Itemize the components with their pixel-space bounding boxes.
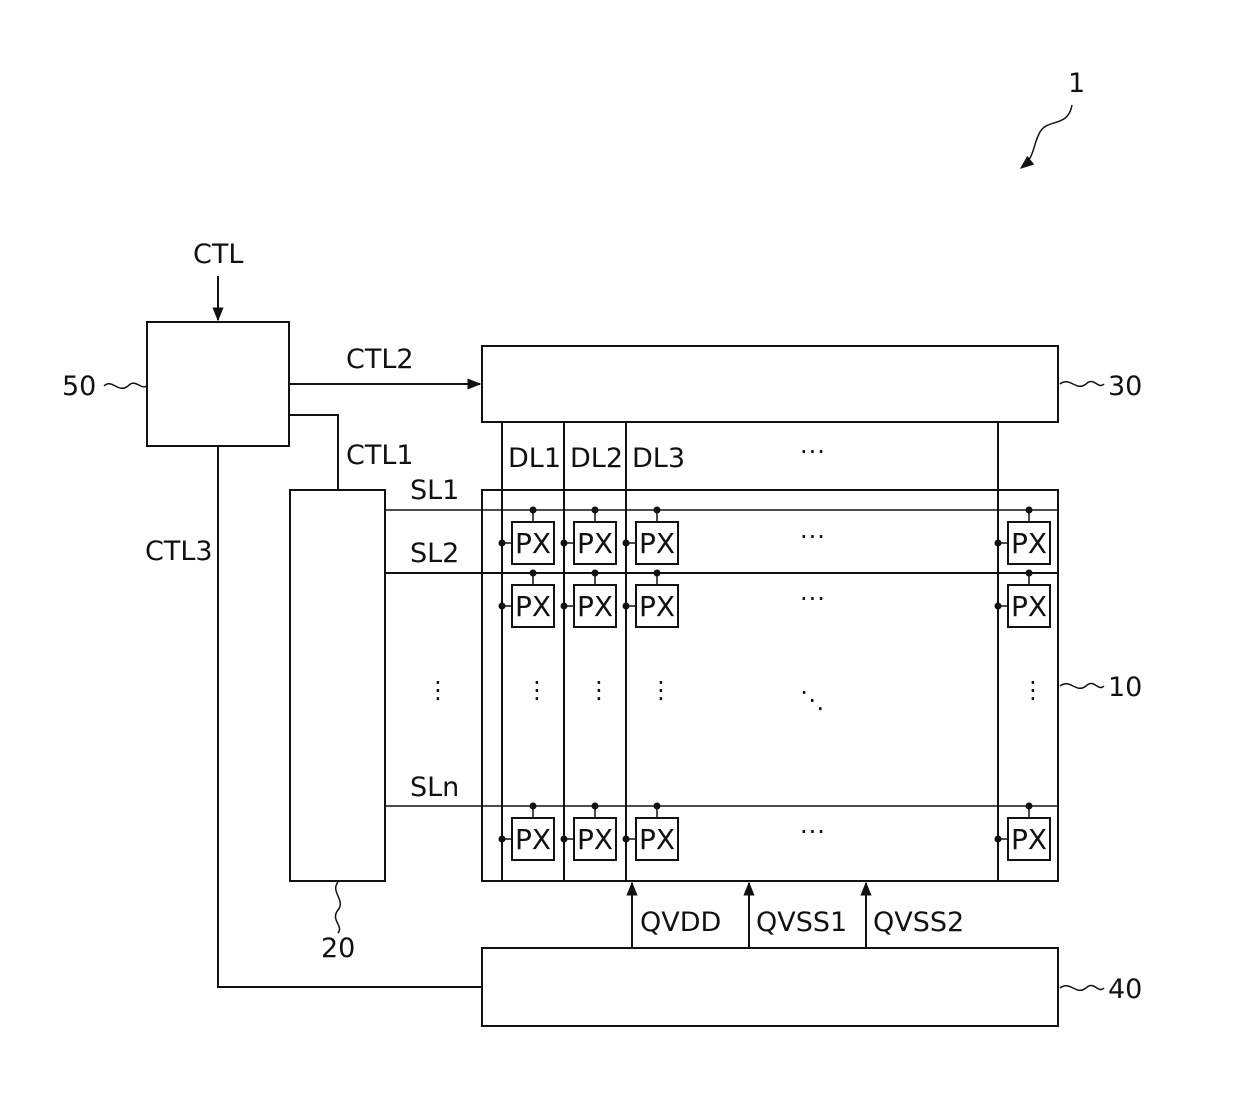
ctl2-label: CTL2: [346, 344, 414, 375]
diagonal-dots: ⋱: [800, 686, 825, 714]
rown-ellipsis: ···: [800, 818, 826, 846]
data-junction-dot: [623, 540, 630, 547]
block-10-display-panel: [482, 490, 1058, 881]
scan-junction-dot: [1026, 507, 1033, 514]
ref-20-label: 20: [321, 933, 355, 964]
data-junction-dot: [995, 603, 1002, 610]
row1-ellipsis: ···: [800, 523, 826, 551]
figure-ref-leader: [1021, 105, 1072, 168]
scan-junction-dot: [654, 803, 661, 810]
block-20: [290, 490, 385, 881]
scan-junction-dot: [1026, 803, 1033, 810]
data-junction-dot: [499, 836, 506, 843]
pixel-label: PX: [515, 590, 551, 623]
col3-vdots: ⋮: [649, 676, 674, 704]
scan-junction-dot: [592, 570, 599, 577]
data-lines-ellipsis: ···: [800, 438, 826, 466]
col2-vdots: ⋮: [587, 676, 612, 704]
scan-junction-dot: [530, 570, 537, 577]
scan-junction-dot: [530, 507, 537, 514]
sln-label: SLn: [410, 772, 459, 803]
data-junction-dot: [623, 836, 630, 843]
block-50: [147, 322, 289, 446]
ref-50-label: 50: [62, 371, 96, 402]
pixel-label: PX: [515, 527, 551, 560]
scan-driver-vdots: ⋮: [426, 676, 451, 704]
data-junction-dot: [561, 603, 568, 610]
figure-ref-label: 1: [1068, 68, 1085, 99]
pixel-label: PX: [577, 823, 613, 856]
ref-40-leader: [1060, 985, 1104, 990]
pixel-label: PX: [577, 590, 613, 623]
sl2-label: SL2: [410, 538, 459, 569]
ctl-label: CTL: [193, 239, 243, 270]
data-junction-dot: [995, 836, 1002, 843]
ref-10-leader: [1060, 683, 1104, 688]
pixel-label: PX: [639, 590, 675, 623]
sl1-label: SL1: [410, 475, 459, 506]
pixel-label: PX: [1011, 527, 1047, 560]
scan-junction-dot: [654, 507, 661, 514]
qvss1-label: QVSS1: [756, 907, 847, 938]
scan-junction-dot: [530, 803, 537, 810]
dl3-label: DL3: [632, 443, 685, 474]
dl2-label: DL2: [570, 443, 623, 474]
ref-20-leader: [335, 882, 340, 933]
ref-50-leader: [104, 383, 147, 388]
col1-vdots: ⋮: [525, 676, 550, 704]
col-last-vdots: ⋮: [1021, 676, 1046, 704]
ref-30-label: 30: [1108, 371, 1142, 402]
block-40: [482, 948, 1058, 1026]
scan-junction-dot: [592, 803, 599, 810]
pixel-label: PX: [1011, 590, 1047, 623]
data-junction-dot: [561, 540, 568, 547]
qvss2-label: QVSS2: [873, 907, 964, 938]
ref-30-leader: [1060, 381, 1104, 386]
ref-40-label: 40: [1108, 974, 1142, 1005]
ctl1-label: CTL1: [346, 440, 414, 471]
scan-junction-dot: [592, 507, 599, 514]
pixel-label: PX: [515, 823, 551, 856]
pixel-label: PX: [577, 527, 613, 560]
row2-ellipsis: ···: [800, 585, 826, 613]
ctl1-line: [289, 415, 338, 490]
pixel-label: PX: [639, 527, 675, 560]
scan-junction-dot: [1026, 570, 1033, 577]
data-junction-dot: [561, 836, 568, 843]
qvdd-label: QVDD: [640, 907, 721, 938]
data-junction-dot: [995, 540, 1002, 547]
scan-junction-dot: [654, 570, 661, 577]
pixel-label: PX: [639, 823, 675, 856]
data-junction-dot: [499, 540, 506, 547]
ref-10-label: 10: [1108, 672, 1142, 703]
block-30: [482, 346, 1058, 422]
data-junction-dot: [499, 603, 506, 610]
data-junction-dot: [623, 603, 630, 610]
ctl3-label: CTL3: [145, 536, 213, 567]
dl1-label: DL1: [508, 443, 561, 474]
pixel-label: PX: [1011, 823, 1047, 856]
